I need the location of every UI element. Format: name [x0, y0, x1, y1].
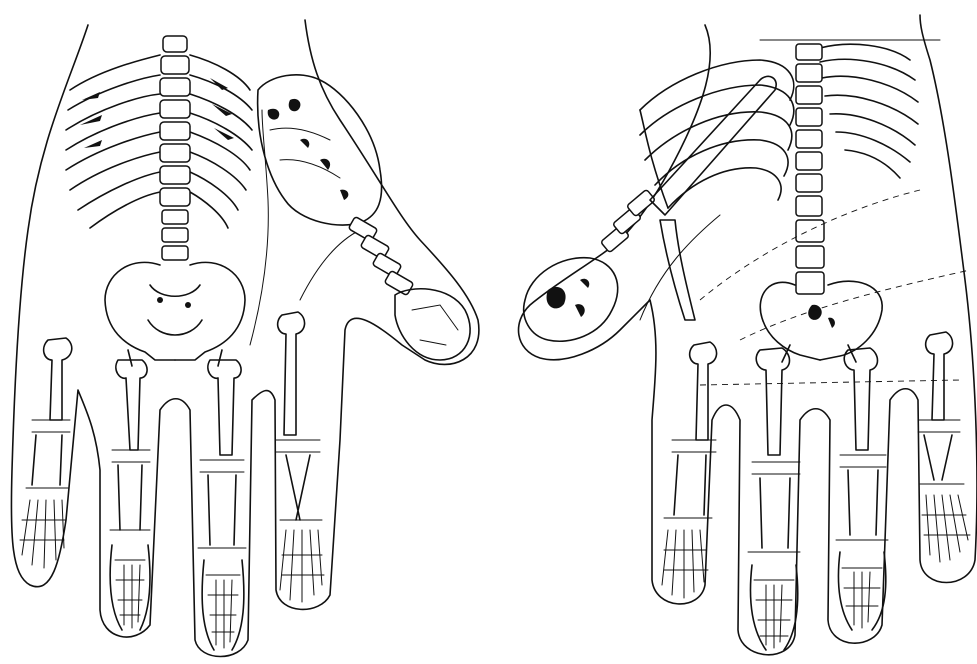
left-hand-outline	[11, 20, 479, 657]
right-index-arm	[662, 342, 717, 598]
left-ring-arm	[276, 312, 324, 602]
left-thumb-head	[258, 75, 471, 360]
right-ribcage	[640, 40, 940, 208]
left-thumb-web	[300, 230, 360, 300]
left-ribcage	[66, 55, 252, 228]
right-guide-line	[700, 380, 960, 385]
left-pelvis	[105, 262, 245, 366]
right-spine	[796, 44, 824, 294]
right-little-arm	[918, 332, 970, 562]
right-ring-leg	[836, 348, 888, 630]
left-thumb-crease	[250, 110, 268, 345]
left-index-leg	[110, 360, 150, 630]
left-spine	[160, 36, 190, 260]
left-middle-leg	[198, 360, 246, 650]
left-hand	[11, 20, 479, 657]
right-middle-leg	[748, 348, 800, 650]
right-hand	[519, 15, 977, 655]
